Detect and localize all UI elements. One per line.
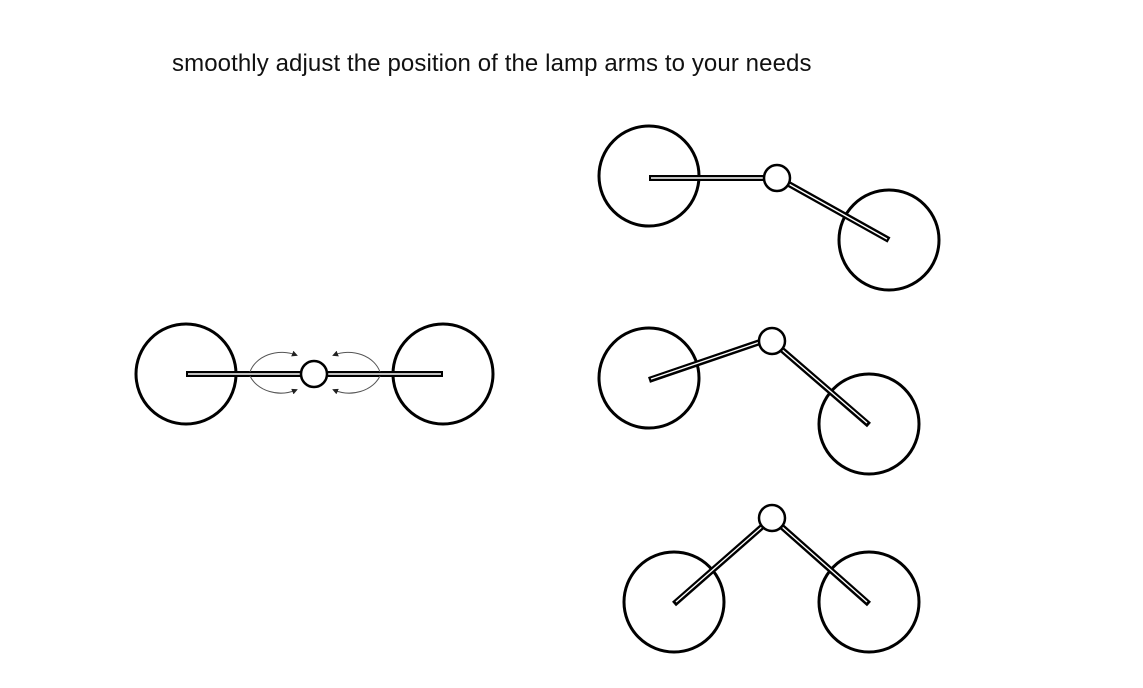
rotation-arrow-right-top [332,350,381,373]
rotation-arrow-left-top [249,350,298,373]
lamp-one-arm-lowered [597,124,941,292]
rotation-arrow-left-bottom [249,375,298,395]
lamp-folded-v [622,503,921,654]
diagram-caption: smoothly adjust the position of the lamp… [172,50,812,77]
lamp-both-arms-angled [597,326,921,476]
lamp-arm-left [672,522,766,607]
lamp-arm-right [778,345,871,428]
lamp-joint [762,163,792,193]
lamp-straight [134,322,495,426]
lamp-arm-right [779,523,871,607]
lamp-joint [757,326,787,356]
lamp-head-right [837,188,941,292]
lamp-head-left [597,326,701,430]
lamp-joint [299,359,329,389]
rotation-arrow-right-bottom [332,375,381,395]
lamp-head-right [817,550,921,654]
lamp-head-right [817,372,921,476]
lamp-arm-right [785,180,891,243]
lamp-arm-left [648,339,761,383]
lamp-joint [757,503,787,533]
lamp-head-left [622,550,726,654]
